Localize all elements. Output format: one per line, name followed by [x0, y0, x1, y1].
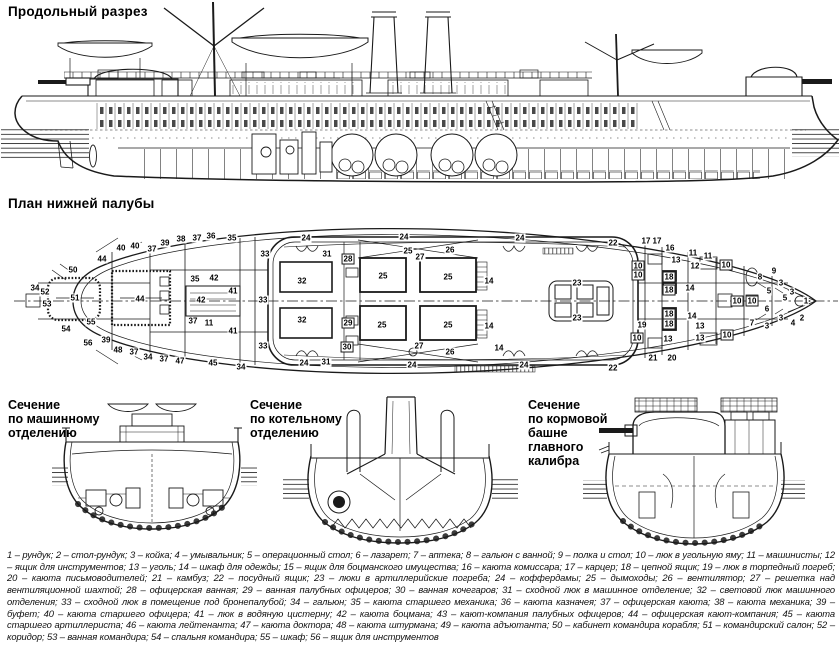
- turret-section-drawing: [583, 397, 805, 546]
- longitudinal-section-title: Продольный разрез: [8, 4, 148, 19]
- boiler-section-title: Сечение по котельному отделению: [250, 398, 342, 440]
- engine-section-title: Сечение по машинному отделению: [8, 398, 100, 440]
- deck-plan-drawing: [14, 227, 838, 375]
- turret-section-title: Сечение по кормовой башне главного калиб…: [528, 398, 608, 468]
- longitudinal-section-drawing: [1, 1, 840, 183]
- engine-section-drawing: [52, 403, 257, 532]
- legend-text: 1 – рундук; 2 – стол-рундук; 3 – койка; …: [7, 549, 835, 642]
- deck-plan-title: План нижней палубы: [8, 196, 155, 211]
- boiler-section-drawing: [283, 396, 518, 546]
